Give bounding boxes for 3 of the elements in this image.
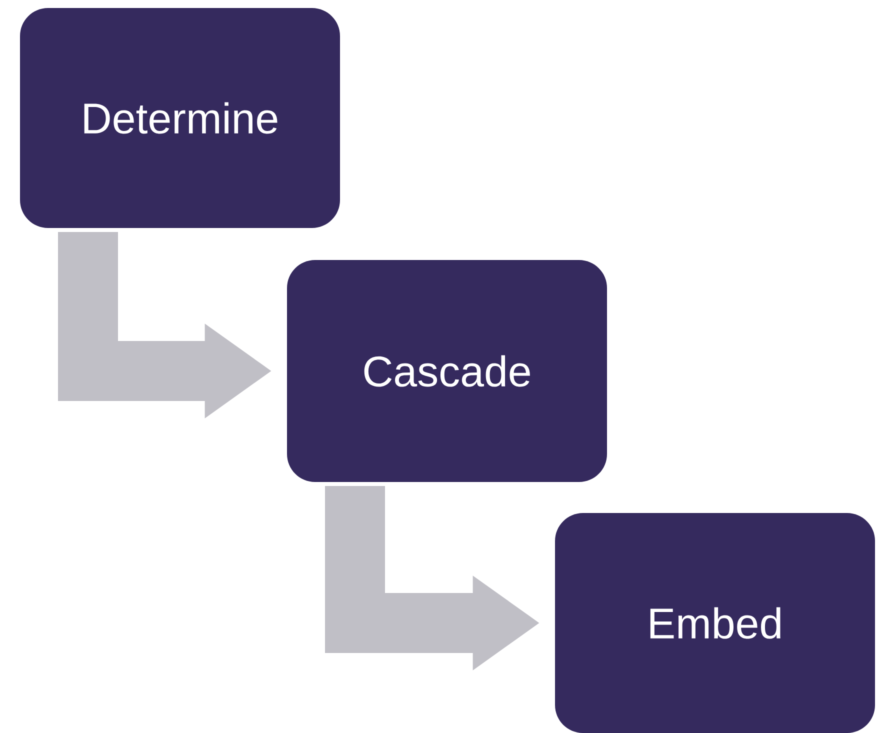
process-box: Embed <box>555 513 876 733</box>
process-box: Cascade <box>287 260 607 482</box>
process-box: Determine <box>20 8 340 228</box>
